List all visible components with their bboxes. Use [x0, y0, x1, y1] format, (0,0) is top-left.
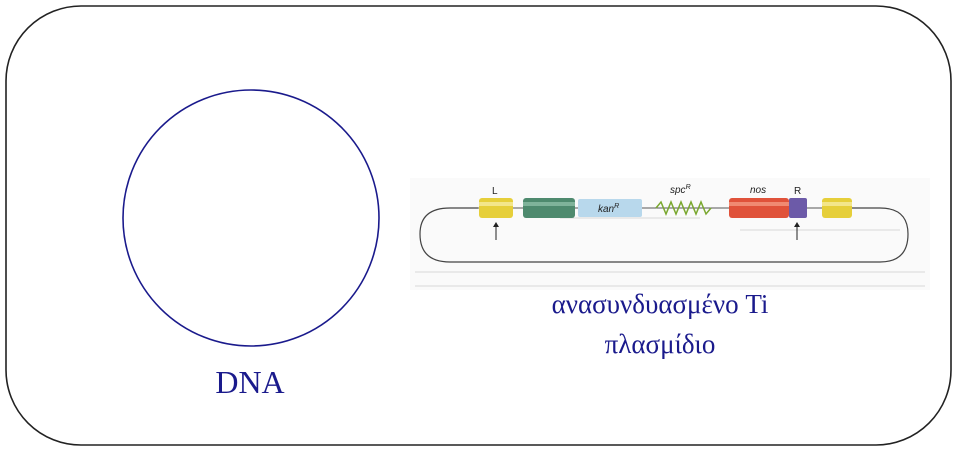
kan-segment [578, 199, 642, 217]
spc-label: spcR [670, 184, 691, 196]
right-border-segment [789, 198, 807, 218]
slide-frame [5, 5, 952, 446]
right-yellow-highlight [822, 202, 852, 206]
dna-circle [122, 89, 380, 347]
left-border-segment [479, 198, 513, 218]
right-border-arrowhead [794, 222, 800, 227]
right-yellow-segment [822, 198, 852, 218]
nos-segment-highlight [729, 202, 789, 206]
nos-segment [729, 198, 789, 218]
left-border-arrowhead [493, 222, 499, 227]
green-segment-highlight [523, 202, 575, 206]
green-segment [523, 198, 575, 218]
plasmid-backbone [419, 207, 909, 263]
plasmid-caption-line2: πλασμίδιο [604, 329, 716, 359]
plasmid-figure-background [410, 178, 930, 290]
faint-background-text [415, 217, 925, 287]
dna-label: DNA [215, 364, 285, 400]
plasmid-figure: L kanR spcR nos R [410, 178, 930, 290]
plasmid-caption-line1: ανασυνδυασμένο Ti [551, 289, 769, 319]
spc-zigzag [655, 200, 712, 216]
right-border-label: R [794, 186, 801, 197]
left-border-label: L [492, 186, 498, 197]
nos-label: nos [750, 185, 766, 196]
left-border-highlight [479, 202, 513, 206]
plasmid-caption: ανασυνδυασμένο Ti πλασμίδιο [440, 284, 880, 364]
kan-label: kanR [598, 203, 619, 215]
